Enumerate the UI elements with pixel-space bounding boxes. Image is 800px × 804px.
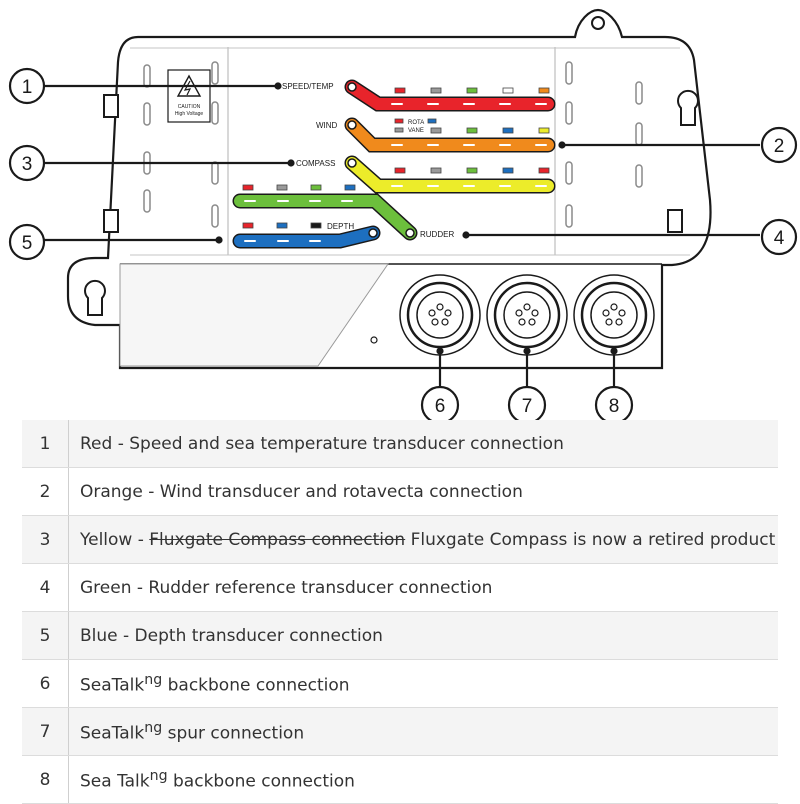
label-depth: DEPTH	[327, 222, 354, 231]
keyhole-right	[677, 89, 699, 126]
legend-row: 6 SeaTalkng backbone connection	[22, 659, 778, 708]
caution-label: CAUTION High Voltage	[167, 69, 211, 123]
svg-text:CAUTION: CAUTION	[178, 104, 201, 110]
legend-number: 1	[22, 420, 69, 468]
label-compass: COMPASS	[296, 159, 335, 168]
label-speed-temp: SPEED/TEMP	[282, 82, 334, 91]
legend-superscript: ng	[149, 767, 168, 784]
junction-box-diagram: CAUTION High Voltage	[8, 8, 798, 425]
legend-table: 1 Red - Speed and sea temperature transd…	[22, 420, 778, 804]
legend-number: 6	[22, 659, 69, 708]
callout-8: 8	[609, 396, 620, 417]
label-vane: VANE	[408, 128, 424, 134]
legend-number: 8	[22, 755, 69, 804]
seatalk-connector-6	[399, 274, 481, 356]
callout-3: 3	[22, 154, 33, 175]
top-lug-hole	[591, 16, 605, 30]
legend-superscript: ng	[144, 671, 163, 688]
legend-row: 5 Blue - Depth transducer connection	[22, 611, 778, 660]
legend-prefix: Yellow -	[80, 529, 150, 550]
legend-prefix: Sea Talk	[80, 771, 150, 792]
callout-5: 5	[22, 233, 33, 254]
legend-description: Blue - Depth transducer connection	[68, 611, 778, 660]
legend-prefix: SeaTalk	[80, 675, 145, 696]
legend-row: 7 SeaTalkng spur connection	[22, 707, 778, 756]
legend-suffix: backbone connection	[167, 771, 355, 792]
legend-struck-text: Fluxgate Compass connection	[149, 529, 406, 550]
seatalk-connector-8	[573, 274, 655, 356]
callout-4: 4	[774, 228, 785, 249]
legend-description: SeaTalkng backbone connection	[68, 659, 778, 708]
legend-row: 4 Green - Rudder reference transducer co…	[22, 563, 778, 612]
callout-6: 6	[435, 396, 446, 417]
callout-2: 2	[774, 136, 785, 157]
legend-number: 7	[22, 707, 69, 756]
callout-1: 1	[22, 77, 33, 98]
legend-description: Orange - Wind transducer and rotavecta c…	[68, 467, 778, 516]
legend-row: 8 Sea Talkng backbone connection	[22, 755, 778, 804]
label-rudder: RUDDER	[420, 230, 454, 239]
callout-7: 7	[522, 396, 533, 417]
legend-description: Green - Rudder reference transducer conn…	[68, 563, 778, 612]
legend-suffix: spur connection	[162, 723, 305, 744]
legend-row: 3 Yellow - Fluxgate Compass connection F…	[22, 515, 778, 564]
svg-text:High Voltage: High Voltage	[175, 111, 204, 117]
legend-superscript: ng	[144, 719, 163, 736]
legend-suffix: backbone connection	[162, 675, 350, 696]
legend-number: 4	[22, 563, 69, 612]
legend-row: 2 Orange - Wind transducer and rotavecta…	[22, 467, 778, 516]
legend-number: 2	[22, 467, 69, 516]
legend-suffix: Fluxgate Compass is now a retired produc…	[405, 529, 776, 550]
legend-number: 3	[22, 515, 69, 564]
legend-row: 1 Red - Speed and sea temperature transd…	[22, 420, 778, 468]
label-rota: ROTA	[408, 120, 424, 126]
legend-number: 5	[22, 611, 69, 660]
legend-description: Sea Talkng backbone connection	[68, 755, 778, 804]
keyhole-left	[84, 279, 106, 316]
label-wind: WIND	[316, 121, 338, 130]
legend-prefix: SeaTalk	[80, 723, 145, 744]
legend-description: SeaTalkng spur connection	[68, 707, 778, 756]
legend-description: Yellow - Fluxgate Compass connection Flu…	[68, 515, 778, 564]
seatalk-connector-7	[486, 274, 568, 356]
legend-description: Red - Speed and sea temperature transduc…	[68, 420, 778, 468]
